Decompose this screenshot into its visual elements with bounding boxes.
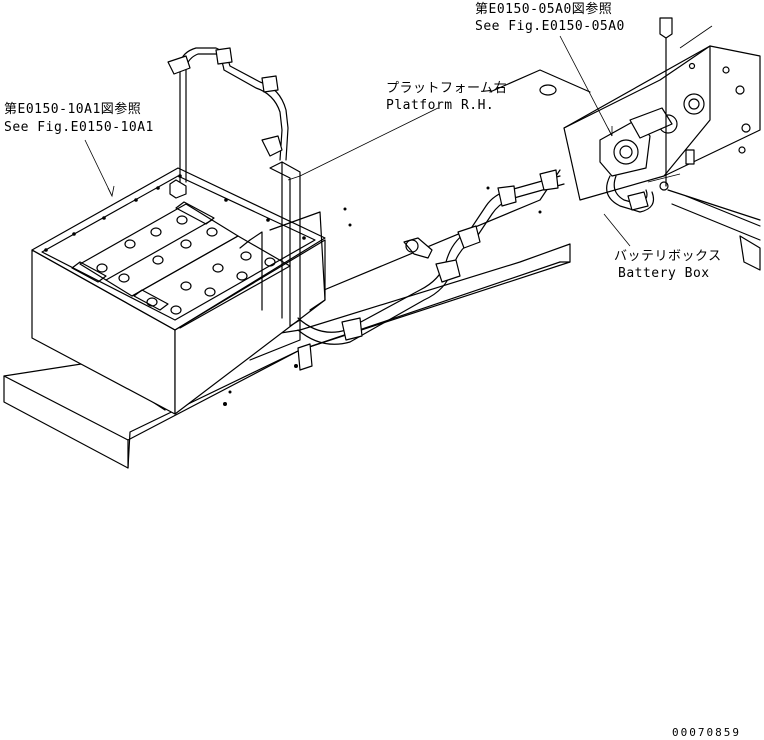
drawing-number: 00070859: [672, 726, 741, 739]
callout-platform-rh-en: Platform R.H.: [386, 98, 494, 113]
callout-fig-05a0-en: See Fig.E0150-05A0: [475, 19, 625, 34]
callout-fig-10a1-jp: 第E0150-10A1図参照: [4, 101, 141, 117]
callout-fig-05a0: 第E0150-05A0図参照 See Fig.E0150-05A0: [475, 1, 625, 34]
leader-lines: [84, 25, 713, 247]
callout-platform-rh: プラットフォーム右 Platform R.H.: [386, 81, 507, 113]
battery-box: [31, 167, 326, 415]
battery-cable-harness: [167, 47, 565, 345]
callout-fig-05a0-jp: 第E0150-05A0図参照: [475, 1, 612, 17]
platform-rh-deck: [249, 69, 602, 371]
battery-caps: [96, 215, 276, 315]
callout-platform-rh-jp: プラットフォーム右: [386, 81, 507, 96]
callout-battery-box-jp: バッテリボックス: [614, 249, 722, 264]
callout-fig-10a1: 第E0150-10A1図参照 See Fig.E0150-10A1: [4, 101, 154, 135]
callout-fig-10a1-en: See Fig.E0150-10A1: [4, 120, 154, 135]
relay-bracket: [563, 17, 761, 271]
callout-battery-box-en: Battery Box: [618, 266, 710, 281]
callout-battery-box: バッテリボックス Battery Box: [614, 249, 722, 281]
